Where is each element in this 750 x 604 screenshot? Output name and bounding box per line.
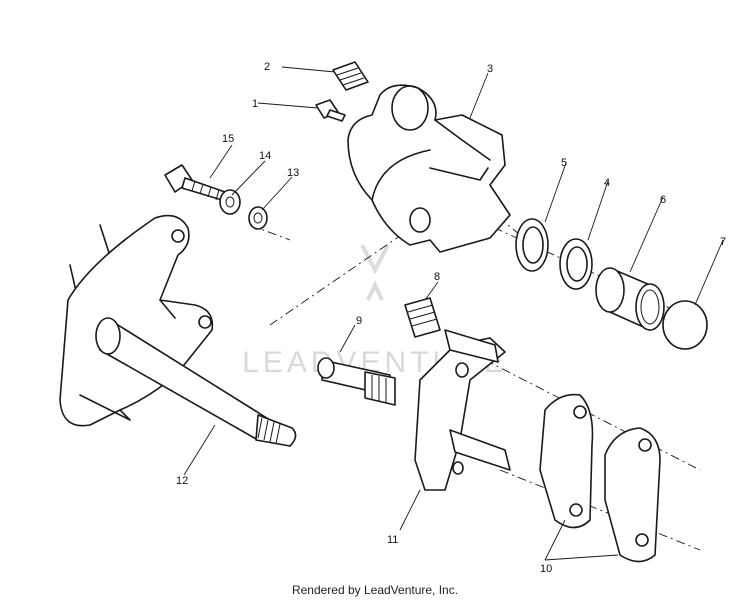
callout-4: 4 xyxy=(604,177,610,189)
part-13-washer xyxy=(248,206,268,230)
callout-3: 3 xyxy=(487,63,493,75)
callout-13: 13 xyxy=(287,167,299,179)
callout-8: 8 xyxy=(434,271,440,283)
callout-15: 15 xyxy=(222,133,234,145)
part-3-caliper xyxy=(347,84,511,253)
callout-14: 14 xyxy=(259,150,271,162)
callout-12: 12 xyxy=(176,475,188,487)
part-6-piston xyxy=(595,267,665,331)
part-11-bracket xyxy=(414,329,511,491)
part-9-pin xyxy=(317,357,396,406)
callout-2: 2 xyxy=(264,61,270,73)
part-14-washer xyxy=(219,189,241,215)
callout-5: 5 xyxy=(561,157,567,169)
part-4-seal xyxy=(559,238,593,290)
callout-9: 9 xyxy=(356,315,362,327)
part-15-bolt xyxy=(164,164,226,201)
callout-10: 10 xyxy=(540,563,552,575)
callout-11: 11 xyxy=(387,534,398,546)
callout-labels: 1 2 3 4 5 6 7 8 9 10 11 12 13 14 15 xyxy=(176,61,726,575)
part-8-pin xyxy=(404,297,441,338)
part-7-cap xyxy=(662,300,708,350)
footer-credit: Rendered by LeadVenture, Inc. xyxy=(291,583,459,597)
callout-6: 6 xyxy=(660,194,666,206)
part-2-screw xyxy=(332,61,369,91)
part-5-seal xyxy=(515,218,549,272)
part-1-bleeder xyxy=(315,99,346,122)
part-12-bracket xyxy=(59,214,297,447)
leader-lines xyxy=(183,66,724,561)
part-10-pads xyxy=(539,393,661,563)
callout-7: 7 xyxy=(720,236,726,248)
callout-1: 1 xyxy=(252,98,258,110)
